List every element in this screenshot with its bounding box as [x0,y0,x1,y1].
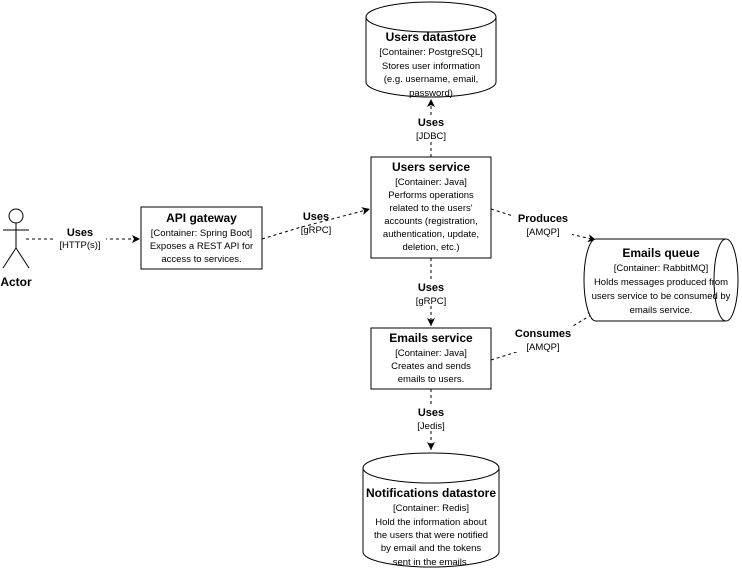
node-desc: Stores user information [382,61,480,72]
emails-queue-container[interactable]: Emails queue [Container: RabbitMQ] Holds… [583,238,739,322]
users-service-container[interactable]: Users service [Container: Java] Performs… [370,156,492,259]
node-desc: emails service. [630,305,693,316]
node-desc: Hold the information about [375,517,487,528]
edge-label: Uses [418,117,444,129]
edge-tech: [AMQP] [526,227,559,238]
node-tech: [Container: Spring Boot] [151,228,252,239]
node-desc: accounts (registration, [384,216,477,227]
edge-label: Uses [418,282,444,294]
node-title: Notifications datastore [366,486,496,500]
node-title: Users datastore [386,30,477,44]
node-desc: access to services. [161,254,241,265]
notifications-datastore-container[interactable]: Notifications datastore [Container: Redi… [362,452,500,568]
edge-emails-to-notifications[interactable]: Uses [Jedis] [410,389,452,450]
node-desc: Holds messages produced from [594,277,728,288]
edge-users-to-emails[interactable]: Uses [gRPC] [410,258,452,326]
edge-tech: [JDBC] [416,131,446,142]
actor-label: Actor [0,275,32,289]
edge-tech: [Jedis] [417,421,444,432]
edge-tech: [gRPC] [416,296,447,307]
node-title: Emails service [389,331,473,345]
node-title: API gateway [166,211,237,225]
node-desc: related to the users' [389,203,472,214]
node-tech: [Container: PostgreSQL] [379,47,483,58]
edge-users-to-datastore[interactable]: Uses [JDBC] [410,99,452,157]
edge-label: Produces [518,213,568,225]
node-desc: authentication, update, [383,229,479,240]
node-desc: (e.g. username, email, [384,74,479,85]
edge-label: Uses [303,211,329,223]
node-title: Users service [392,160,470,174]
edge-label: Uses [67,227,93,239]
edge-users-to-queue[interactable]: Produces [AMQP] [490,208,597,243]
node-title: Emails queue [622,246,700,260]
node-tech: [Container: Redis] [393,503,469,514]
edge-gateway-to-users[interactable]: Uses [gRPC] [261,207,371,240]
node-desc: by email and the tokens [381,543,482,554]
edge-label: Consumes [515,328,571,340]
emails-service-container[interactable]: Emails service [Container: Java] Creates… [370,327,492,390]
node-desc: Exposes a REST API for [150,241,253,252]
node-tech: [Container: RabbitMQ] [614,263,709,274]
node-desc: emails to users. [398,374,465,385]
edge-actor-to-gateway[interactable]: Uses [HTTP(s)] [26,226,140,251]
node-desc: sent in the emails. [393,557,470,568]
actor[interactable]: Actor [0,208,32,289]
edge-tech: [gRPC] [301,225,332,236]
api-gateway-container[interactable]: API gateway [Container: Spring Boot] Exp… [140,206,263,270]
node-tech: [Container: Java] [395,348,467,359]
node-desc: users service to be consumed by [592,291,731,302]
edge-tech: [AMQP] [526,342,559,353]
node-desc: password) [409,88,453,99]
node-desc: Performs operations [388,190,474,201]
actor-icon [2,208,30,269]
edge-tech: [HTTP(s)] [59,240,100,251]
node-desc: Creates and sends [391,361,471,372]
node-desc: the users that were notified [374,530,488,541]
node-tech: [Container: Java] [395,177,467,188]
edge-label: Uses [418,407,444,419]
node-desc: deletion, etc.) [402,242,459,253]
users-datastore-container[interactable]: Users datastore [Container: PostgreSQL] … [365,1,497,99]
edge-emails-from-queue[interactable]: Consumes [AMQP] [490,311,597,361]
